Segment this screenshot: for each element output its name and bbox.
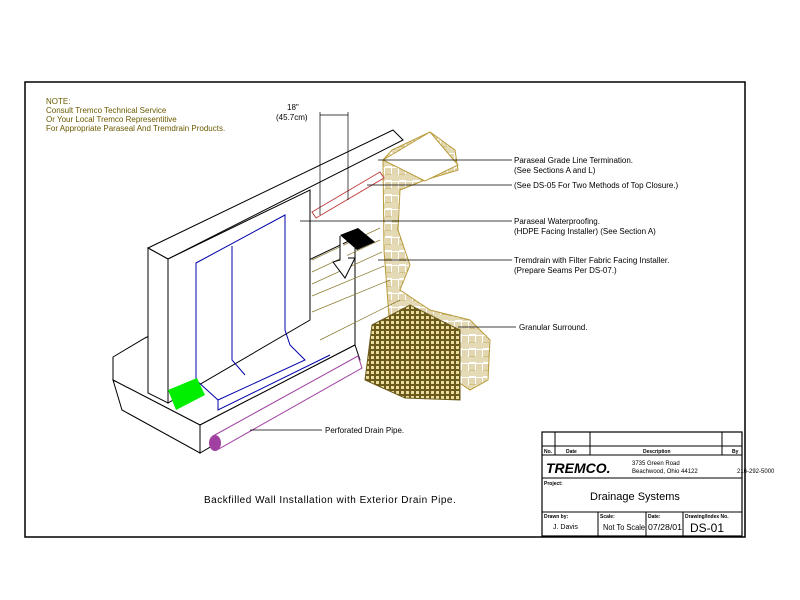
title-block — [541, 431, 743, 537]
membrane-edge — [217, 354, 331, 411]
dimension-imperial: 18" — [287, 103, 299, 112]
drawing-caption: Backfilled Wall Installation with Exteri… — [204, 495, 456, 506]
callout-leaders — [250, 159, 516, 431]
date: 07/28/01 — [648, 523, 683, 532]
drawing-no-label: Drawing/Index No. — [685, 514, 729, 520]
project-label: Project: — [544, 481, 563, 487]
drawing-no: DS-01 — [690, 521, 724, 535]
drain-pipe-end — [209, 435, 221, 451]
scale: Not To Scale — [603, 523, 646, 532]
scale-label: Scale: — [600, 514, 615, 520]
callout-granular: Granular Surround. — [519, 323, 587, 332]
note-heading: NOTE: — [46, 97, 70, 106]
granular-surround — [364, 304, 461, 401]
project-name: Drainage Systems — [590, 491, 680, 503]
drawn-by-label: Drawn by: — [544, 514, 569, 520]
col-by: By — [732, 449, 739, 455]
paraseal-membrane — [195, 214, 306, 401]
callout-waterproofing-ref: (HDPE Facing Installer) (See Section A) — [514, 227, 656, 236]
membrane-seam — [231, 246, 246, 376]
address-line: Beachwood, Ohio 44122 — [632, 469, 698, 475]
tremco-logo: TREMCO. — [546, 460, 611, 476]
wall-end — [147, 247, 169, 404]
date-label: Date: — [648, 514, 661, 520]
drain-core-sample — [340, 228, 375, 250]
title-block-text: No. Date Description By TREMCO. 3735 Gre… — [544, 449, 775, 535]
callout-tremdrain: Tremdrain with Filter Fabric Facing Inst… — [514, 256, 669, 265]
address-line: 3735 Green Road — [632, 461, 680, 467]
note-line: Or Your Local Tremco Representitive — [46, 115, 177, 124]
note-block: NOTE: Consult Tremco Technical Service O… — [46, 97, 225, 133]
flow-arrow-icon — [332, 236, 356, 279]
callout-drain-pipe: Perforated Drain Pipe. — [325, 426, 404, 435]
drawn-by: J. Davis — [553, 524, 578, 531]
callout-grade-line: Paraseal Grade Line Termination. — [514, 156, 633, 165]
callout-top-closure: (See DS-05 For Two Methods of Top Closur… — [514, 181, 679, 190]
footing-waterproofing-patch — [168, 378, 205, 410]
col-date: Date — [566, 449, 577, 455]
wall-face — [167, 189, 311, 404]
col-description: Description — [643, 449, 671, 455]
col-no: No. — [544, 449, 553, 455]
sheet-border — [24, 81, 746, 538]
dimension-metric: (45.7cm) — [276, 113, 308, 122]
grade-surface — [381, 131, 459, 182]
callout-waterproofing: Paraseal Waterproofing. — [514, 217, 600, 226]
dimension-18in: 18" (45.7cm) — [276, 103, 349, 215]
note-line: Consult Tremco Technical Service — [46, 106, 167, 115]
callout-tremdrain-ref: (Prepare Seams Per DS-07.) — [514, 266, 617, 275]
callouts: Paraseal Grade Line Termination. (See Se… — [325, 156, 679, 435]
note-line: For Appropriate Paraseal And Tremdrain P… — [46, 124, 225, 133]
phone: 216-292-5000 — [737, 469, 775, 475]
callout-grade-line-ref: (See Sections A and L) — [514, 166, 596, 175]
